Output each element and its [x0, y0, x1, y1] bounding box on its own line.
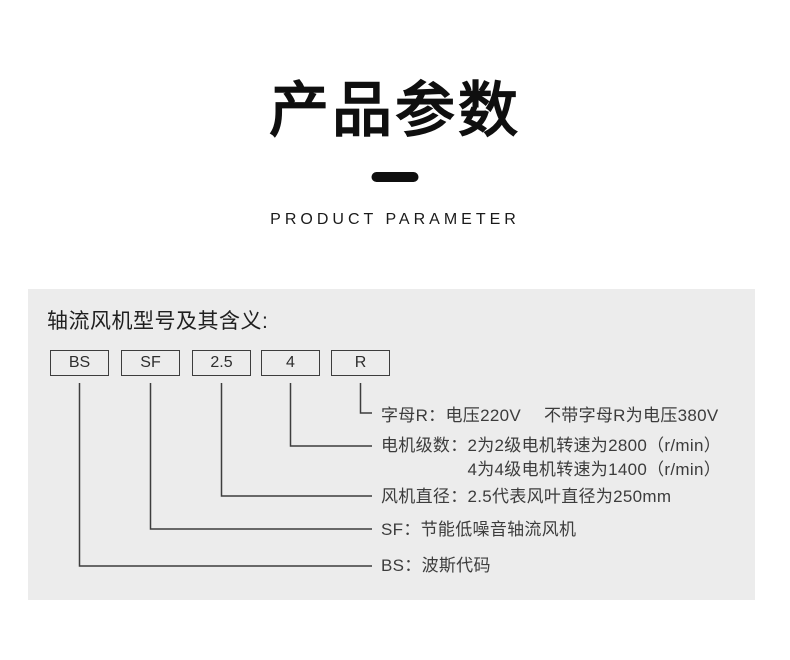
annotation-letter-r-part1: 字母R：电压220V	[381, 406, 521, 425]
connector-sf	[149, 383, 372, 530]
model-box-bs: BS	[50, 350, 109, 376]
annotation-motor-values: 2为2级电机转速为2800（r/min） 4为4级电机转速为1400（r/min…	[468, 434, 722, 482]
page-title: 产品参数	[269, 77, 521, 144]
annotation-motor-label: 电机级数：	[381, 436, 468, 455]
panel-heading: 轴流风机型号及其含义:	[47, 310, 269, 333]
annotation-motor-line2: 4为4级电机转速为1400（r/min）	[467, 460, 722, 479]
connector-r	[359, 383, 372, 414]
connector-motor	[289, 383, 372, 447]
model-box-r: R	[331, 350, 390, 376]
connector-diameter	[220, 383, 372, 497]
annotation-motor-line1: 2为2级电机转速为2800（r/min）	[467, 436, 722, 455]
annotation-fan-diameter: 风机直径：2.5代表风叶直径为250mm	[381, 487, 672, 506]
connector-bs	[78, 383, 372, 567]
model-box-4: 4	[261, 350, 320, 376]
connector-lines	[78, 383, 372, 567]
annotation-letter-r-part2: 不带字母R为电压380V	[543, 406, 719, 425]
page-subtitle: PRODUCT PARAMETER	[270, 211, 520, 228]
title-divider-dash	[371, 172, 419, 182]
model-box-2-5: 2.5	[192, 350, 251, 376]
annotation-motor-poles: 电机级数： 2为2级电机转速为2800（r/min） 4为4级电机转速为1400…	[381, 434, 721, 482]
annotation-sf: SF：节能低噪音轴流风机	[381, 520, 577, 539]
model-meaning-panel: 轴流风机型号及其含义: BS SF 2.5 4 R 字母R：电压220V 不带字母…	[28, 289, 755, 600]
annotation-bs: BS：波斯代码	[381, 556, 491, 575]
annotation-letter-r: 字母R：电压220V 不带字母R为电压380V	[381, 406, 719, 426]
model-box-sf: SF	[121, 350, 180, 376]
